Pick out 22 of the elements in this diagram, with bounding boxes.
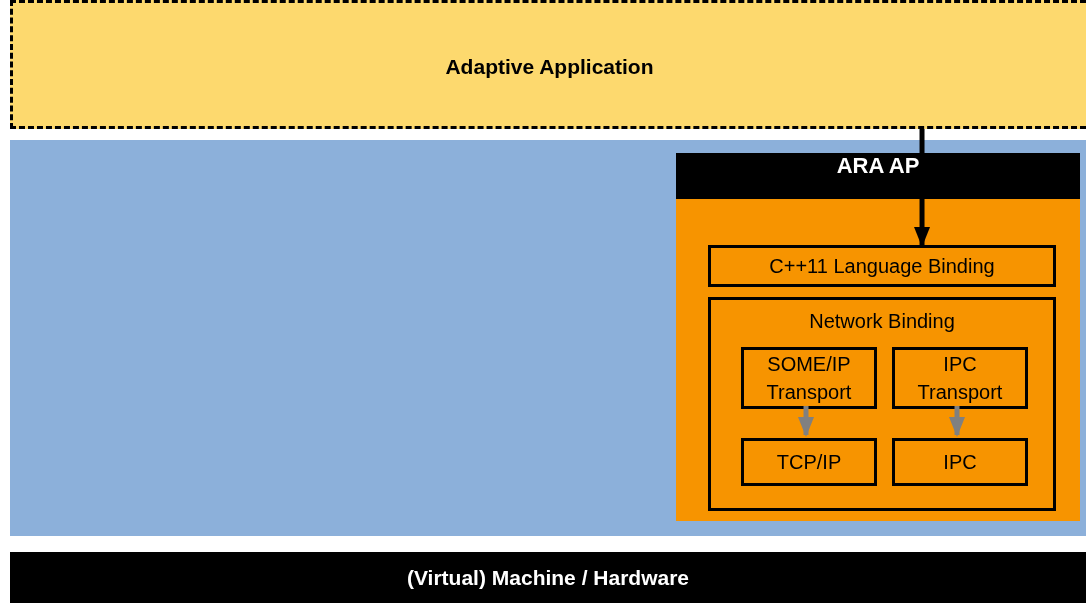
- protocol-box: [741, 438, 877, 486]
- panel-header: ARA AP: [676, 153, 1080, 199]
- box-label: TCP/IP: [775, 450, 843, 475]
- arrow: [949, 406, 965, 437]
- arrow: [914, 129, 930, 247]
- arrow: [798, 406, 814, 437]
- box-label: SOME/IP Transport: [765, 352, 853, 405]
- protocol-box: [892, 438, 1028, 486]
- box-label: IPC: [942, 450, 978, 475]
- component-panel: [676, 153, 1080, 521]
- box-label: C++11 Language Binding: [768, 254, 996, 279]
- platform-layer-band: [10, 140, 1086, 536]
- hardware-layer-bar: [10, 552, 1086, 603]
- binding-box: [708, 245, 1056, 287]
- binding-group-box: [708, 297, 1056, 511]
- transport-box: [892, 347, 1028, 409]
- application-layer-box: [10, 0, 1086, 129]
- transport-box: [741, 347, 877, 409]
- group-label: Network Binding: [808, 310, 956, 333]
- layer-label: Adaptive Application: [444, 55, 655, 79]
- layer-label: (Virtual) Machine / Hardware: [406, 566, 690, 590]
- box-label: IPC Transport: [916, 352, 1004, 405]
